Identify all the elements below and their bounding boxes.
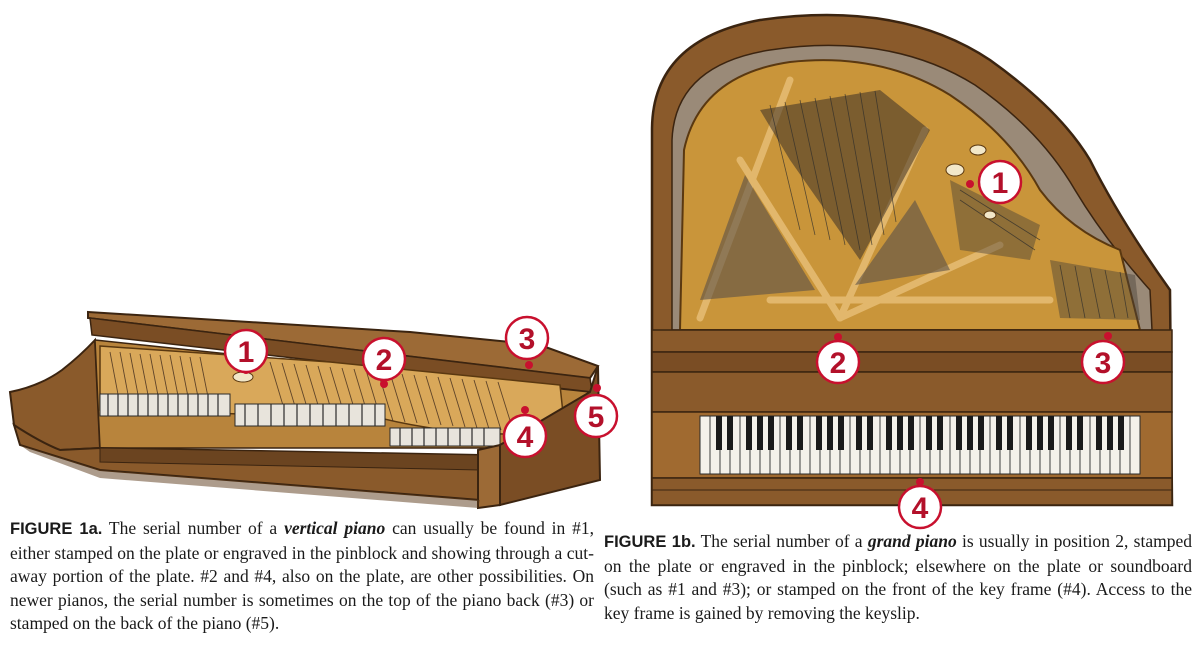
- svg-text:5: 5: [588, 401, 605, 434]
- vertical-marker-2: 2: [361, 336, 407, 388]
- figure-1a-emphasis: vertical piano: [284, 518, 386, 538]
- figure-1a-text-2: can usually be found in #1, either stamp…: [10, 518, 595, 634]
- svg-text:3: 3: [519, 323, 536, 356]
- figure-1a-label: FIGURE 1a.: [10, 520, 103, 538]
- figure-1b-emphasis: grand piano: [867, 531, 957, 551]
- vertical-marker-4: 4: [502, 406, 548, 459]
- vertical-marker-3: 3: [504, 315, 550, 369]
- figure-1b-text-1: The serial number of a: [695, 531, 868, 551]
- svg-text:2: 2: [376, 344, 393, 377]
- svg-text:4: 4: [517, 421, 534, 454]
- figure-1b-caption: FIGURE 1b. The serial number of a grand …: [604, 530, 1192, 625]
- vertical-marker-5: 5: [573, 384, 619, 439]
- svg-text:2: 2: [830, 347, 847, 380]
- grand-marker-4: 4: [897, 478, 943, 530]
- vertical-marker-1: 1: [223, 328, 269, 374]
- svg-text:4: 4: [912, 492, 929, 525]
- svg-text:1: 1: [238, 336, 255, 369]
- figure-1a-caption: FIGURE 1a. The serial number of a vertic…: [10, 517, 594, 636]
- figure-1b-text-2: is usually in position 2, stamped on the…: [604, 531, 1192, 623]
- svg-text:1: 1: [992, 167, 1009, 200]
- grand-marker-2: 2: [815, 333, 861, 385]
- grand-piano-illustration: [650, 13, 1174, 507]
- grand-marker-1: 1: [966, 159, 1023, 205]
- svg-text:3: 3: [1095, 347, 1112, 380]
- figure-1b-label: FIGURE 1b.: [604, 533, 696, 551]
- vertical-piano-illustration: [8, 310, 602, 510]
- grand-marker-3: 3: [1080, 332, 1126, 385]
- figure-1a-text-1: The serial number of a: [102, 518, 285, 538]
